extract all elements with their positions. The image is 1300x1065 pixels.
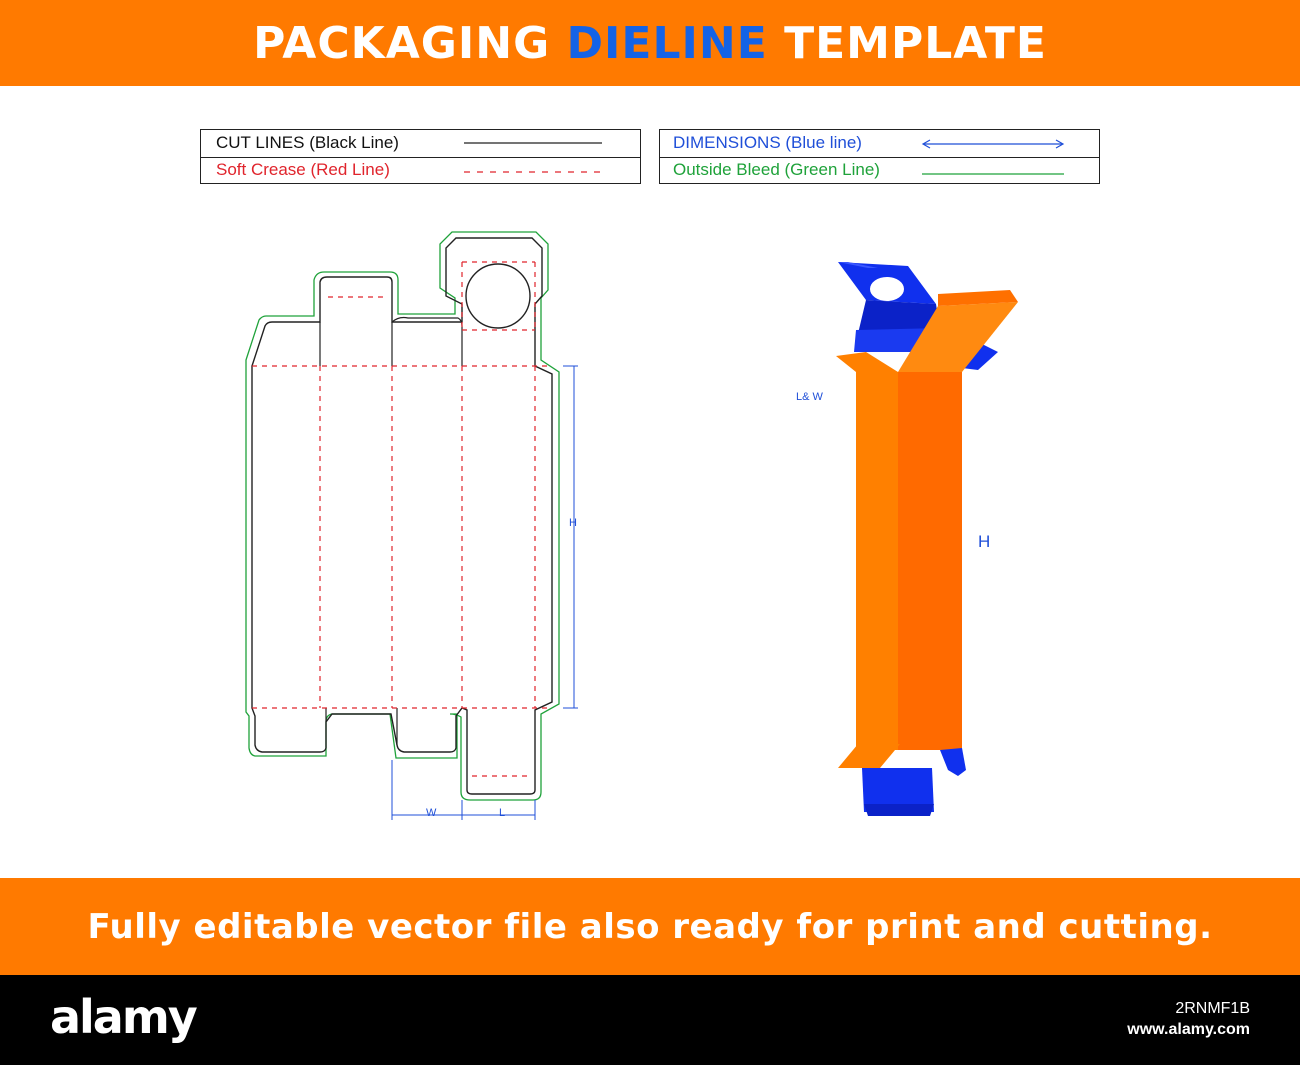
legend-box-right: DIMENSIONS (Blue line) Outside Bleed (Gr… [659,129,1100,184]
box-side-flap-blue [962,342,998,370]
dieline-drawing: H W L [245,231,578,820]
legend-row-soft-crease: Soft Crease (Red Line) [201,157,640,184]
dim-width-label: W [426,807,437,819]
legend-cut-lines-label: CUT LINES (Black Line) [216,133,399,152]
bleed-outline [245,231,560,801]
bottom-banner: Fully editable vector file also ready fo… [0,878,1300,975]
legend-row-dimensions: DIMENSIONS (Blue line) [660,130,1099,158]
top-banner: PACKAGING DIELINE TEMPLATE [0,0,1300,86]
box-top-flap-orange-dust [898,302,1018,372]
legend-cut-line-sample [464,142,602,144]
dieline-thumb-hole [465,263,531,329]
box-lid-thumb-hole [870,277,904,301]
legend-box-left: CUT LINES (Black Line) Soft Crease (Red … [200,129,641,184]
title-part-1: PACKAGING [253,17,567,69]
box-bottom-blue-front [862,768,934,812]
box-top-flap-orange-left [836,352,898,372]
legend-crease-line-sample [464,171,602,173]
title-part-2: TEMPLATE [767,17,1047,69]
tagline: Fully editable vector file also ready fo… [87,906,1213,947]
legend-dimensions-label: DIMENSIONS (Blue line) [673,133,862,152]
legend-row-outside-bleed: Outside Bleed (Green Line) [660,157,1099,184]
stock-footer-bar [0,975,1300,1065]
artwork-canvas: H W L L& W H [245,231,1018,820]
title-accent: DIELINE [566,17,768,69]
box-bottom-blue-side [940,748,966,776]
alamy-logo[interactable]: alamy [50,990,198,1044]
dim-height-label: H [569,517,577,529]
legend-soft-crease-label: Soft Crease (Red Line) [216,160,390,179]
box-bottom-flap-orange [838,744,900,768]
site-url-link[interactable]: www.alamy.com [1127,1021,1250,1038]
image-id: 2RNMF1B [1175,1000,1250,1017]
dim-length-label: L [499,807,505,819]
cut-line-tuck-right [391,316,463,366]
cut-outline [251,237,553,795]
box-lw-label: L& W [796,391,824,403]
box-body-left-face [856,372,898,750]
box-body-right-face [898,372,962,750]
box-3d-mockup: L& W H [796,262,1018,816]
legend-dimension-line-sample [921,139,1065,149]
legend-outside-bleed-label: Outside Bleed (Green Line) [673,160,880,179]
box-height-label: H [978,532,990,551]
legend-bleed-line-sample [922,173,1064,175]
legend-row-cut-lines: CUT LINES (Black Line) [201,130,640,158]
page-title: PACKAGING DIELINE TEMPLATE [253,18,1047,69]
